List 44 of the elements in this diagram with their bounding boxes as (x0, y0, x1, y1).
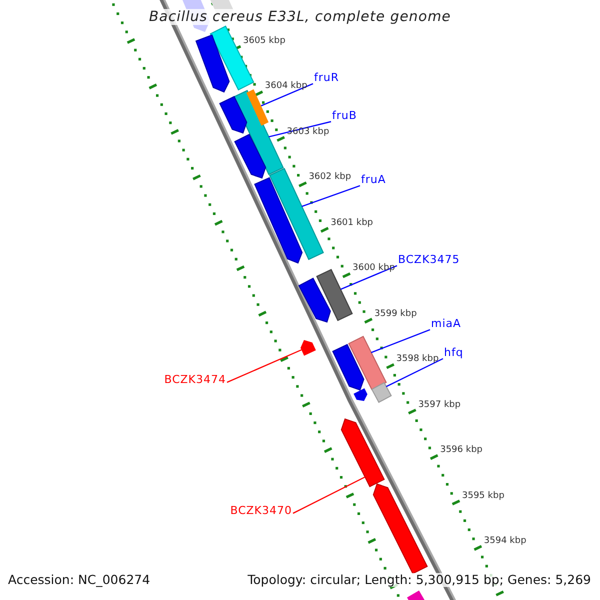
gene-label: BCZK3475 (398, 254, 460, 267)
gene-feature (354, 388, 368, 401)
gene-feature (234, 134, 266, 179)
accession-text: Accession: NC_006274 (8, 573, 150, 588)
genome-stats-text: Topology: circular; Length: 5,300,915 bp; Genes: 5,269 (248, 573, 591, 588)
gene-label: fruB (332, 110, 357, 123)
gene-feature (372, 483, 428, 574)
tick-label: 3596 kbp (440, 445, 482, 456)
gene-feature (332, 344, 364, 391)
gene-feature (298, 278, 331, 323)
gene-feature (407, 590, 426, 600)
leader-line (260, 83, 314, 106)
tick-label: 3599 kbp (374, 308, 417, 320)
gene-feature (340, 418, 385, 488)
leader-line (302, 185, 360, 207)
gene-label: hfq (444, 347, 464, 360)
gene-label: BCZK3470 (230, 505, 292, 518)
tick-label: 3604 kbp (264, 81, 308, 92)
gene-feature (246, 89, 269, 126)
tick-label: 3601 kbp (330, 218, 373, 228)
leader-line (226, 349, 302, 383)
tick-label: 3603 kbp (286, 126, 330, 138)
gene-feature (219, 96, 248, 134)
tick-label: 3598 kbp (396, 354, 439, 364)
tick-label: 3594 kbp (484, 536, 526, 546)
tick-label: 3602 kbp (308, 172, 352, 183)
tick-label: 3595 kbp (462, 490, 504, 501)
gene-feature (316, 268, 353, 322)
gene-feature (300, 340, 316, 356)
gene-label: miaA (431, 318, 462, 331)
tick-label: 3605 kbp (243, 36, 286, 46)
gene-feature (254, 177, 303, 264)
leader-line (268, 121, 332, 138)
gene-label: BCZK3474 (164, 374, 226, 387)
leader-line (340, 265, 398, 290)
leader-line (370, 329, 430, 354)
leader-line (386, 358, 444, 388)
tick-label: 3597 kbp (418, 400, 461, 410)
leader-line (292, 476, 366, 514)
gene-feature (371, 382, 392, 403)
gene-feature (348, 336, 387, 390)
gene-label: fruA (361, 174, 386, 187)
gene-feature (195, 34, 230, 93)
gene-label: fruR (314, 72, 340, 85)
